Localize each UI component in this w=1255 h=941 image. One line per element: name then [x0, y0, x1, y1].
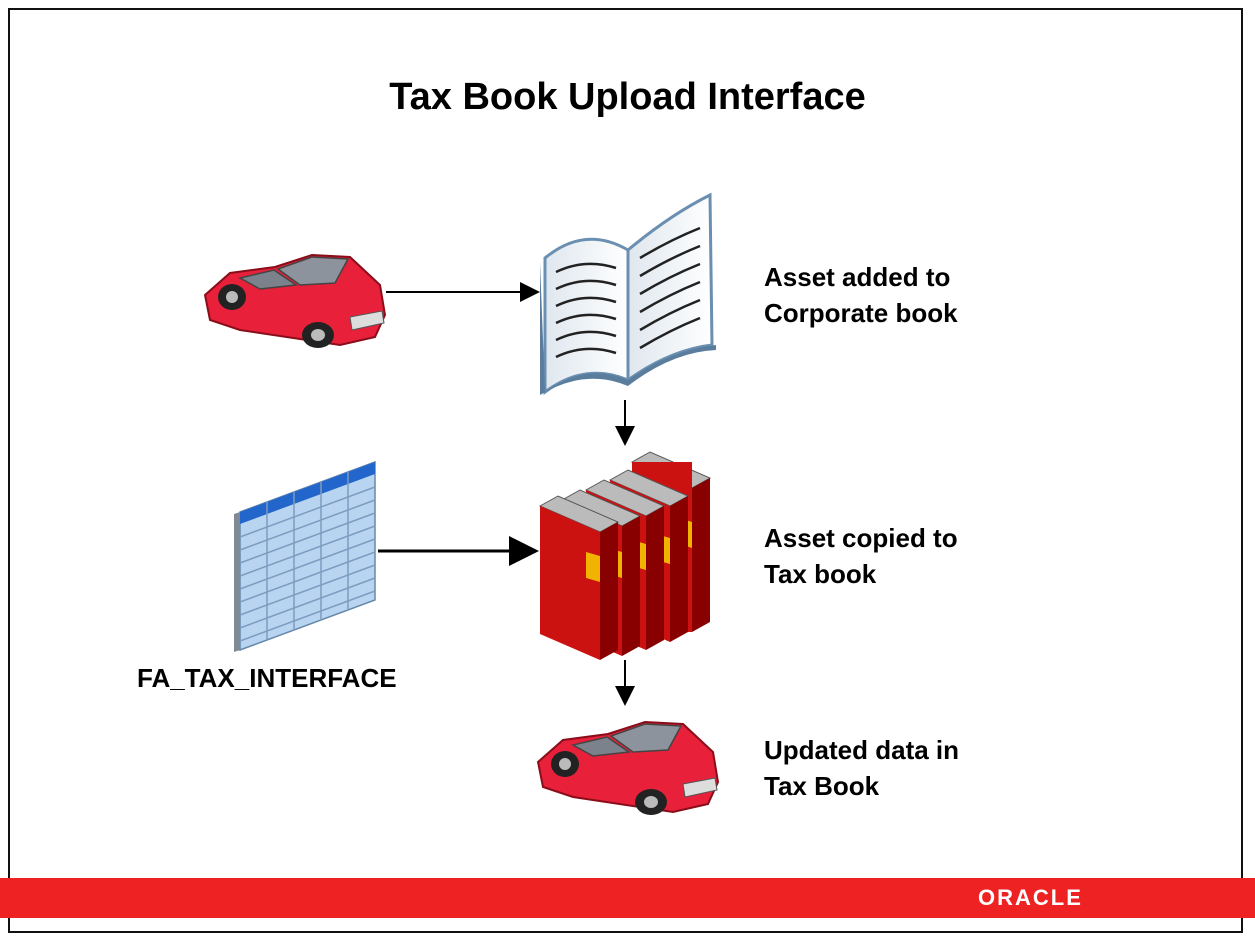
updated-data-label: Updated data in Tax Book	[764, 732, 959, 804]
updated-data-label-line2: Tax Book	[764, 771, 880, 801]
interface-table-name: FA_TAX_INTERFACE	[137, 663, 397, 693]
updated-data-label-line1: Updated data in	[764, 735, 960, 765]
corporate-book-label: Asset added to Corporate book	[764, 259, 958, 331]
car-icon	[536, 720, 720, 815]
table-icon	[234, 460, 376, 652]
oracle-logo: ORACLE	[978, 885, 1083, 910]
car-icon	[203, 253, 387, 348]
tax-book-copy-label-line2: Tax book	[764, 559, 877, 589]
corporate-book-label-line1: Asset added to	[764, 262, 951, 292]
tax-book-copy-label-line1: Asset copied to	[764, 523, 958, 553]
corporate-book-label-line2: Corporate book	[764, 298, 958, 328]
footer-bar	[0, 878, 1255, 918]
tax-book-copy-label: Asset copied to Tax book	[764, 520, 958, 592]
book-stack-icon	[538, 451, 712, 660]
slide-title: Tax Book Upload Interface	[389, 76, 866, 118]
interface-table-label: FA_TAX_INTERFACE	[137, 660, 397, 696]
open-book-icon	[540, 192, 716, 395]
